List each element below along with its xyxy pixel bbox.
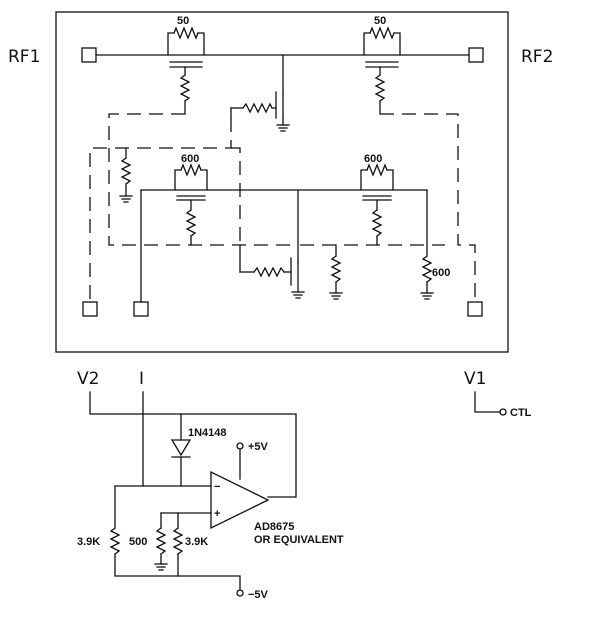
v2-label: V2 (77, 369, 99, 389)
r50-left-label: 50 (177, 15, 189, 27)
r39k-right-label: 3.9K (185, 536, 208, 548)
plus5v-label: +5V (248, 441, 269, 453)
rf2-label: RF2 (521, 47, 553, 67)
switch-chip-outline (55, 11, 509, 353)
rf2-pad (468, 47, 484, 63)
series-fet-left (167, 26, 205, 115)
lower-fet-left (174, 163, 208, 246)
i-label: I (139, 369, 144, 389)
shunt-fet-top (230, 54, 290, 132)
v1-pad (467, 301, 483, 317)
shunt-fet-bottom (239, 189, 305, 299)
r39k-left-label: 3.9K (77, 536, 100, 548)
external-wiring (89, 391, 507, 597)
rf1-label: RF1 (8, 47, 40, 67)
shunt-resistor-left (119, 147, 133, 203)
v1-label: V1 (464, 369, 486, 389)
shunt-resistor-middle (329, 244, 343, 300)
series-fet-right (363, 26, 401, 115)
opamp-plus-label: + (214, 508, 220, 520)
lower-fet-right (360, 163, 394, 246)
r600-left-label: 600 (181, 153, 199, 165)
diode-label: 1N4148 (188, 427, 227, 439)
v2-pad (82, 301, 98, 317)
r500-label: 500 (129, 536, 147, 548)
r600-right-label: 600 (364, 153, 382, 165)
minus5v-label: −5V (248, 589, 269, 601)
opamp-minus-label: − (214, 481, 220, 493)
rf1-pad (81, 47, 97, 63)
part-note-label: OR EQUIVALENT (254, 534, 344, 546)
r600-shunt-label: 600 (432, 267, 450, 279)
shunt-resistor-600 (420, 189, 434, 300)
control-lines-dashed (89, 113, 476, 302)
i-pad (133, 301, 149, 317)
r50-right-label: 50 (374, 15, 386, 27)
part-label: AD8675 (254, 521, 294, 533)
ctl-label: CTL (510, 407, 532, 419)
